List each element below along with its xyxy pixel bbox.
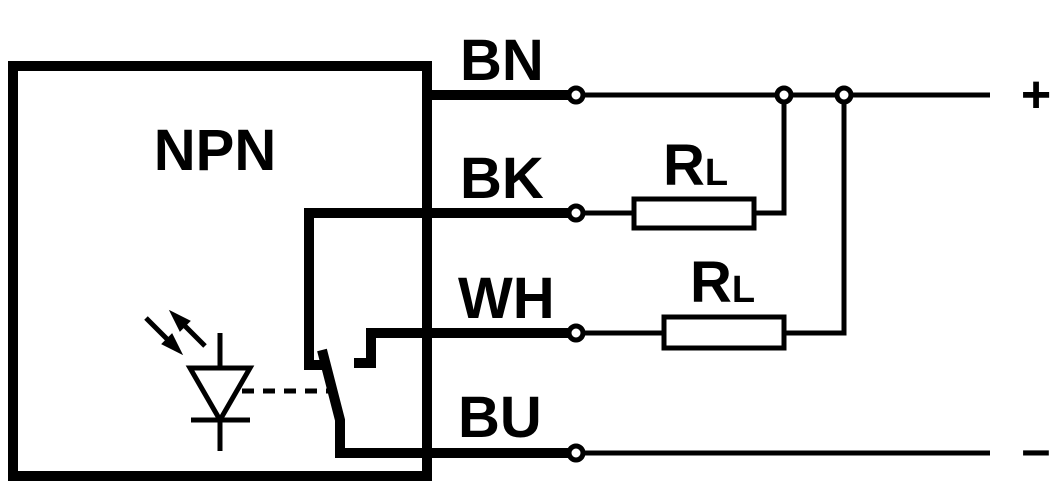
photodiode-icon (185, 333, 255, 451)
wire-label-wh: WH (458, 266, 555, 331)
load-resistor-bk (631, 196, 757, 231)
switch-contact (304, 208, 427, 458)
wire-label-bk: BK (460, 146, 544, 211)
wire-label-bn: BN (460, 28, 544, 93)
sensor-type-label: NPN (154, 118, 276, 183)
junction-node-2 (834, 85, 854, 105)
terminal-bn (566, 85, 586, 105)
wire-stubs (427, 90, 570, 458)
minus-terminal-label: – (1022, 421, 1051, 479)
terminal-wh (566, 323, 586, 343)
wire-label-bu: BU (458, 385, 542, 450)
external-wiring (576, 92, 990, 456)
load-resistor-wh (661, 314, 787, 351)
resistor-label-wh: RL (690, 250, 755, 315)
terminal-bk (566, 203, 586, 223)
plus-terminal-label: + (1021, 66, 1051, 124)
resistor-label-bk: RL (663, 133, 728, 198)
sensor-housing (8, 61, 432, 481)
light-arrows-icon (144, 309, 207, 356)
terminal-bu (566, 443, 586, 463)
junction-node-1 (774, 85, 794, 105)
terminals (566, 85, 854, 463)
